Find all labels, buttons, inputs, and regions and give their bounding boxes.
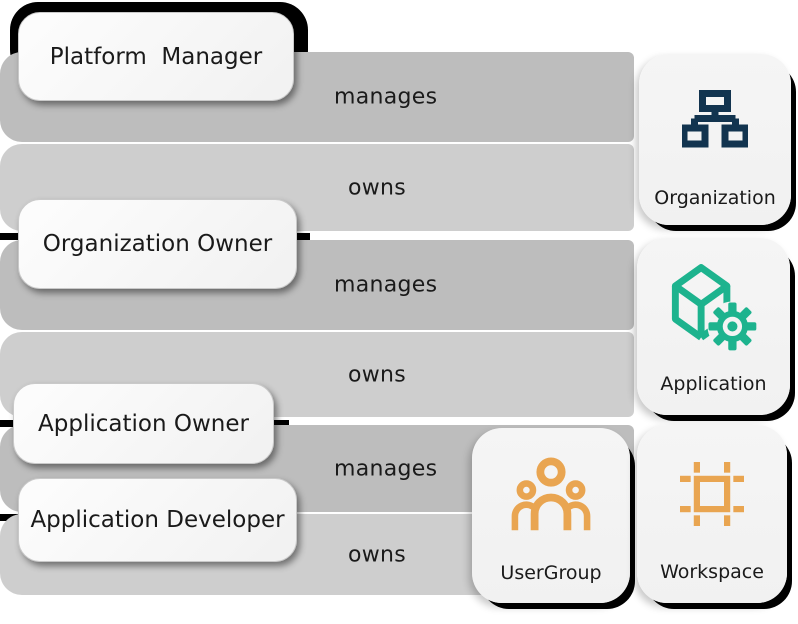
entity-label: Workspace bbox=[660, 561, 764, 583]
relation-label: manages bbox=[334, 456, 438, 481]
role-organization-owner: Organization Owner bbox=[18, 199, 297, 289]
cube-gear-icon bbox=[671, 264, 757, 352]
entity-card-application: Application bbox=[637, 238, 790, 415]
user-group-icon bbox=[511, 457, 591, 531]
role-application-developer: Application Developer bbox=[18, 478, 297, 562]
entity-card-organization: Organization bbox=[639, 54, 791, 225]
workspace-frame-icon bbox=[680, 462, 744, 526]
role-label: Organization Owner bbox=[42, 231, 273, 257]
role-platform-manager: Platform Manager bbox=[18, 12, 294, 101]
entity-label: Application bbox=[660, 373, 767, 395]
entity-label: UserGroup bbox=[500, 562, 602, 584]
entity-card-usergroup: UserGroup bbox=[472, 428, 630, 603]
relation-label: owns bbox=[348, 362, 407, 387]
entity-label: Organization bbox=[654, 187, 776, 209]
relation-label: manages bbox=[334, 272, 438, 298]
role-label: Application Owner bbox=[38, 410, 249, 437]
relation-label: owns bbox=[348, 542, 407, 567]
relation-label: owns bbox=[348, 175, 407, 200]
role-label: Application Developer bbox=[30, 507, 285, 533]
role-label: Platform Manager bbox=[49, 43, 263, 70]
entity-card-workspace: Workspace bbox=[637, 425, 787, 603]
relation-label: manages bbox=[334, 84, 438, 110]
org-chart-icon bbox=[682, 90, 748, 148]
role-application-owner: Application Owner bbox=[13, 383, 274, 464]
